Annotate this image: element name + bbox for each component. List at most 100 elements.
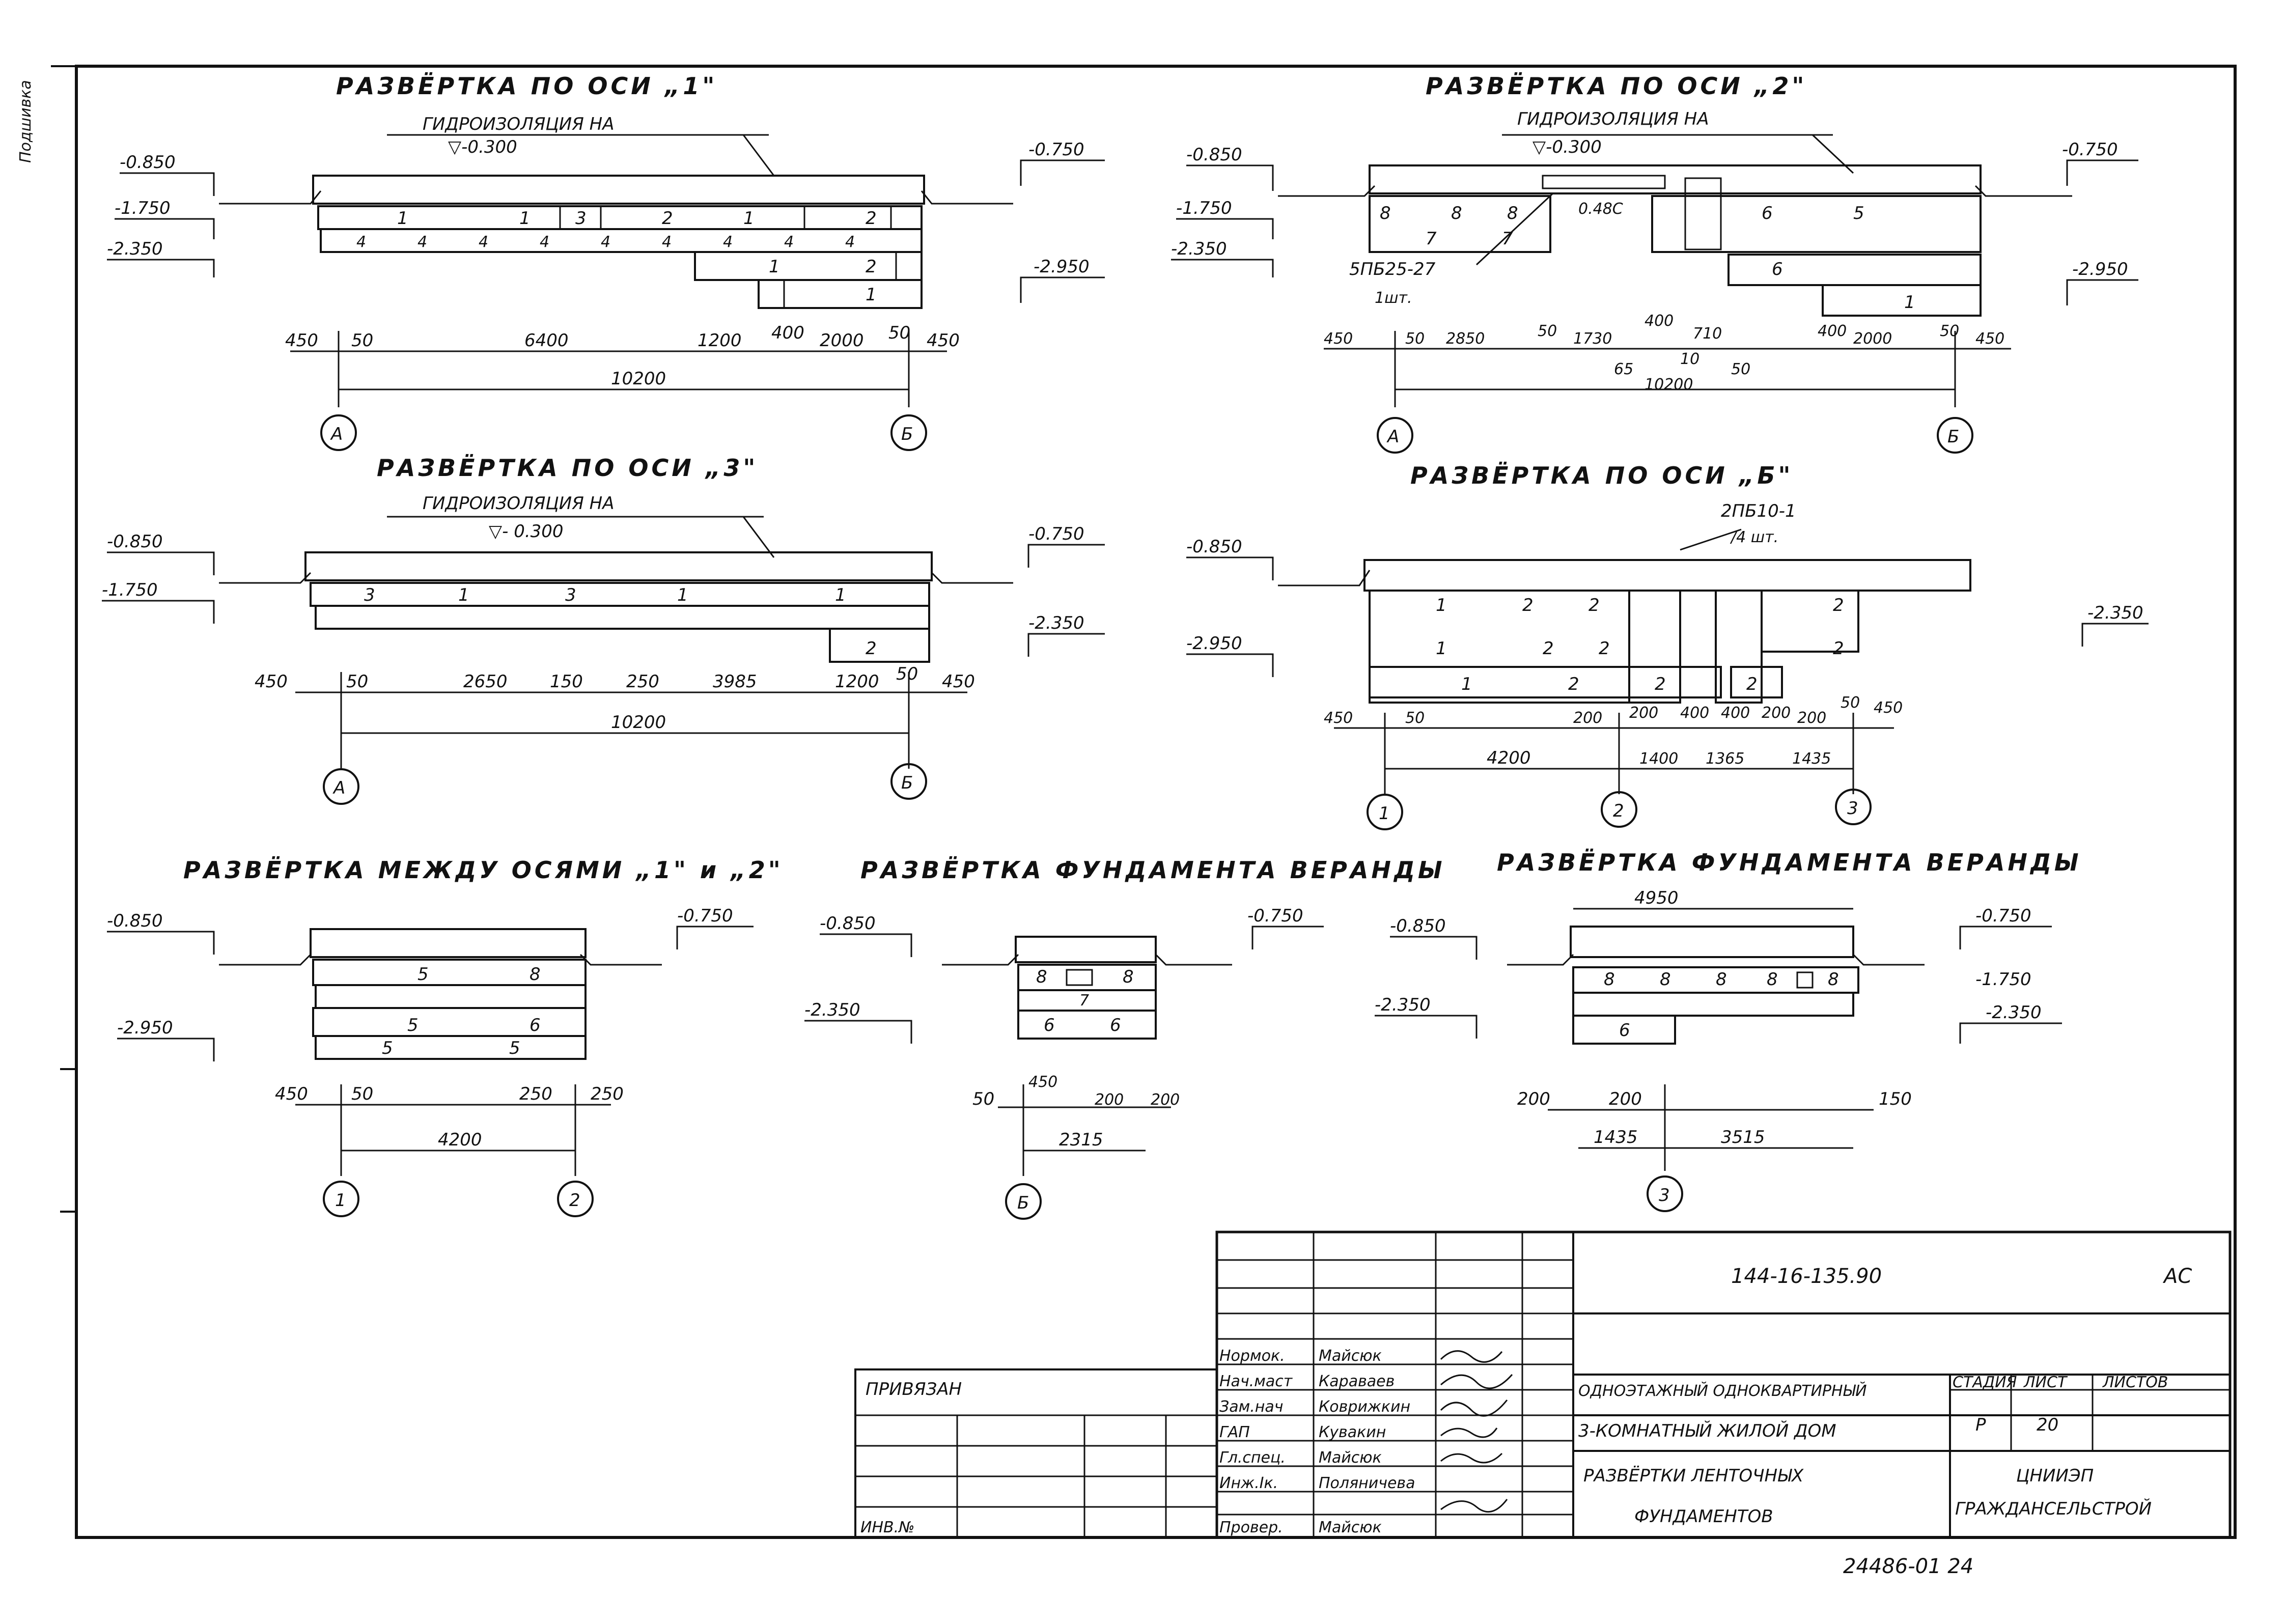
svg-text:50: 50 — [1841, 694, 1860, 712]
name: Коврижкин — [1319, 1398, 1410, 1416]
svg-text:1730: 1730 — [1573, 330, 1612, 348]
svg-text:4: 4 — [662, 233, 672, 251]
svg-text:-0.750: -0.750 — [1247, 906, 1303, 926]
svg-text:-0.850: -0.850 — [107, 911, 163, 931]
svg-text:10200: 10200 — [611, 712, 666, 733]
svg-text:1435: 1435 — [1594, 1127, 1638, 1147]
name: Майсюк — [1319, 1519, 1382, 1536]
waterproofing-note: ГИДРОИЗОЛЯЦИЯ НА — [423, 114, 614, 134]
svg-text:200: 200 — [1517, 1089, 1550, 1109]
svg-text:50: 50 — [1731, 360, 1750, 378]
svg-text:2: 2 — [1833, 595, 1844, 615]
svg-text:1200: 1200 — [835, 671, 879, 692]
level-mark: -1.750 — [115, 198, 171, 218]
svg-text:450: 450 — [942, 671, 975, 692]
svg-text:-1.750: -1.750 — [1975, 969, 2031, 990]
svg-text:-1.750: -1.750 — [102, 580, 158, 600]
panel-title: РАЗВЁРТКА ФУНДАМЕНТА ВЕРАНДЫ — [860, 856, 1445, 884]
svg-text:8: 8 — [1767, 969, 1778, 990]
svg-text:8: 8 — [1123, 967, 1134, 987]
panel-between-axes: РАЗВЁРТКА МЕЖДУ ОСЯМИ „1" и „2" 5 8 5 6 … — [107, 856, 781, 1217]
organization: ЦНИИЭП — [2016, 1466, 2094, 1486]
svg-text:8: 8 — [1660, 969, 1671, 990]
svg-text:450: 450 — [255, 671, 288, 692]
plinth-hatched — [1369, 164, 1982, 194]
svg-text:8: 8 — [1828, 969, 1839, 990]
sheets-header: ЛИСТОВ — [2102, 1374, 2168, 1391]
svg-text:710: 710 — [1693, 325, 1722, 343]
project-line: ОДНОЭТАЖНЫЙ ОДНОКВАРТИРНЫЙ — [1578, 1382, 1867, 1400]
svg-text:▽- 0.300: ▽- 0.300 — [489, 521, 564, 542]
svg-text:4: 4 — [723, 233, 733, 251]
svg-text:-0.850: -0.850 — [1186, 537, 1242, 557]
svg-text:-2.950: -2.950 — [1186, 633, 1242, 654]
svg-text:2: 2 — [1599, 638, 1610, 659]
svg-text:50: 50 — [346, 671, 368, 692]
lintel — [1542, 175, 1666, 189]
svg-text:Б: Б — [1017, 1193, 1029, 1213]
svg-text:10: 10 — [1680, 350, 1699, 368]
svg-text:6: 6 — [1619, 1020, 1630, 1041]
block-row — [694, 251, 923, 281]
svg-text:250: 250 — [519, 1084, 552, 1104]
svg-text:50: 50 — [1405, 709, 1425, 727]
role: Гл.спец. — [1219, 1449, 1286, 1467]
footer-number: 24486-01 24 — [1843, 1555, 1973, 1578]
svg-text:3: 3 — [364, 585, 375, 605]
svg-text:200: 200 — [1629, 704, 1658, 722]
title-block: ПРИВЯЗАН ИНВ.№ Нормок. Нач.маст Зам.нач … — [854, 1230, 2232, 1539]
axis-bubble — [890, 414, 927, 451]
svg-text:1200: 1200 — [698, 330, 742, 351]
svg-text:6: 6 — [1772, 259, 1783, 279]
svg-text:1: 1 — [1904, 292, 1915, 313]
role: Зам.нач — [1219, 1398, 1284, 1416]
svg-text:200: 200 — [1095, 1091, 1124, 1109]
svg-text:2: 2 — [1746, 674, 1758, 694]
svg-text:-2.950: -2.950 — [117, 1018, 173, 1038]
svg-text:1: 1 — [335, 1190, 346, 1211]
svg-text:200: 200 — [1609, 1089, 1642, 1109]
svg-text:200: 200 — [1762, 704, 1791, 722]
svg-text:50: 50 — [1538, 322, 1557, 340]
svg-text:450: 450 — [1324, 709, 1353, 727]
svg-text:2: 2 — [569, 1190, 580, 1211]
svg-text:6: 6 — [1044, 1015, 1055, 1035]
svg-text:-0.750: -0.750 — [1975, 906, 2031, 926]
svg-text:200: 200 — [1151, 1091, 1180, 1109]
svg-text:400: 400 — [1645, 312, 1674, 330]
svg-text:2: 2 — [866, 638, 877, 659]
grade-line — [921, 190, 1013, 205]
svg-text:250: 250 — [626, 671, 659, 692]
role: Нормок. — [1219, 1347, 1285, 1365]
block-label: 3 — [575, 208, 587, 229]
panel-title: РАЗВЁРТКА ФУНДАМЕНТА ВЕРАНДЫ — [1497, 849, 2082, 876]
svg-text:8: 8 — [1380, 203, 1391, 223]
svg-text:8: 8 — [1036, 967, 1047, 987]
svg-text:200: 200 — [1573, 709, 1602, 727]
grade-line — [219, 190, 322, 205]
svg-text:-0.850: -0.850 — [107, 531, 163, 552]
svg-text:2: 2 — [1568, 674, 1579, 694]
level-mark: -2.350 — [107, 239, 163, 259]
svg-text:▽-0.300: ▽-0.300 — [1532, 137, 1602, 157]
svg-text:4: 4 — [417, 233, 427, 251]
panel-axis-b: РАЗВЁРТКА ПО ОСИ „Б" 2ПБ10-1 /4 шт. 1 2 … — [1186, 462, 2149, 830]
svg-text:4: 4 — [540, 233, 549, 251]
lintel-mark: 2ПБ10-1 — [1721, 501, 1796, 521]
role: ГАП — [1219, 1423, 1250, 1441]
svg-text:2315: 2315 — [1059, 1130, 1103, 1150]
svg-text:Б: Б — [901, 424, 913, 444]
svg-text:2650: 2650 — [463, 671, 508, 692]
svg-text:А: А — [332, 778, 345, 798]
svg-text:-2.350: -2.350 — [1028, 613, 1084, 633]
block-row — [320, 228, 923, 253]
panel-axis-3: РАЗВЁРТКА ПО ОСИ „3" ГИДРОИЗОЛЯЦИЯ НА ▽-… — [102, 454, 1105, 805]
svg-text:8: 8 — [530, 964, 541, 985]
svg-text:8: 8 — [1451, 203, 1462, 223]
svg-text:6: 6 — [1110, 1015, 1121, 1035]
svg-text:6400: 6400 — [524, 330, 569, 351]
svg-text:2850: 2850 — [1446, 330, 1485, 348]
svg-text:А: А — [330, 424, 343, 444]
block-label: 2 — [866, 208, 877, 229]
leader-line — [742, 134, 775, 176]
